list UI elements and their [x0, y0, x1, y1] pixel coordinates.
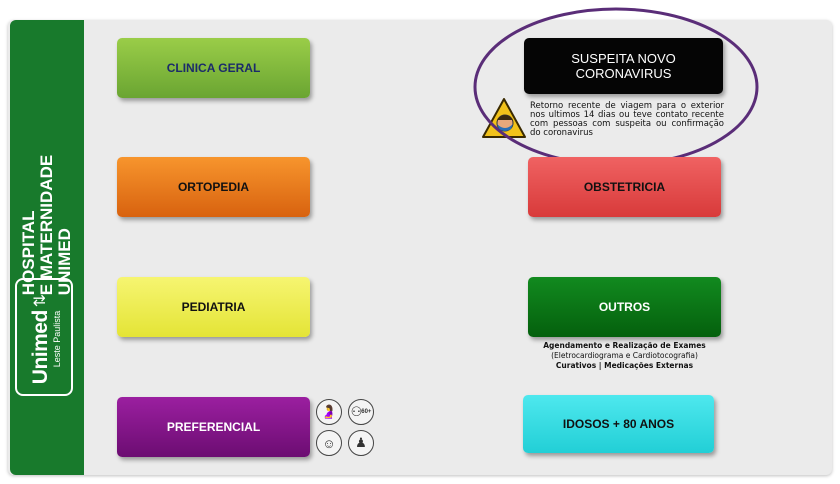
hospital-title-line: HOSPITAL: [19, 210, 38, 296]
outros-note: Agendamento e Realização de Exames (Elet…: [522, 341, 727, 371]
elderly-60-plus-icon: ⚇60+: [348, 399, 374, 425]
ortopedia-label: ORTOPEDIA: [177, 180, 250, 194]
hospital-title-line: UNIMED: [55, 228, 74, 296]
hospital-title: HOSPITAL E MATERNIDADE UNIMED: [19, 154, 74, 296]
person-with-infant-icon: ♟: [348, 430, 374, 456]
coronavirus-note: Retorno recente de viagem para o exterio…: [530, 101, 724, 138]
outros-note-line: Curativos | Medicações Externas: [555, 361, 694, 370]
logo-content: Unimed ⇅ Leste Paulista: [29, 293, 62, 385]
obstetricia-button[interactable]: OBSTETRICIA: [528, 157, 721, 217]
unimed-logo: Unimed ⇅ Leste Paulista: [15, 278, 73, 396]
clinica-geral-button[interactable]: CLINICA GERAL: [117, 38, 310, 98]
suspeita-coronavirus-button[interactable]: SUSPEITA NOVO CORONAVIRUS: [524, 38, 723, 94]
obstetricia-label: OBSTETRICIA: [583, 180, 666, 194]
logo-name: Unimed: [29, 310, 52, 385]
unimed-mark-icon: ⇅: [32, 293, 49, 308]
idosos-label: IDOSOS + 80 ANOS: [562, 417, 675, 431]
outros-note-line: (Eletrocardiograma e Cardiotocografia): [551, 351, 698, 360]
clinica-geral-label: CLINICA GERAL: [166, 61, 261, 75]
logo-subtitle: Leste Paulista: [52, 310, 62, 368]
preferencial-icons: 🤰 ⚇60+ ☺ ♟: [316, 399, 378, 457]
ortopedia-button[interactable]: ORTOPEDIA: [117, 157, 310, 217]
pregnant-icon: 🤰: [316, 399, 342, 425]
outros-label: OUTROS: [598, 300, 651, 314]
outros-button[interactable]: OUTROS: [528, 277, 721, 337]
suspeita-coronavirus-label: SUSPEITA NOVO CORONAVIRUS: [571, 51, 676, 81]
hospital-title-line: E MATERNIDADE: [37, 154, 56, 296]
baby-icon: ☺: [316, 430, 342, 456]
age-label: 60+: [361, 409, 372, 415]
highlight-ellipse: [473, 7, 759, 167]
idosos-button[interactable]: IDOSOS + 80 ANOS: [523, 395, 714, 453]
pediatria-button[interactable]: PEDIATRIA: [117, 277, 310, 337]
outros-note-line: Agendamento e Realização de Exames: [543, 341, 706, 350]
sidebar: [10, 20, 84, 475]
preferencial-label: PREFERENCIAL: [166, 420, 261, 434]
pediatria-label: PEDIATRIA: [181, 300, 246, 314]
preferencial-button[interactable]: PREFERENCIAL: [117, 397, 310, 457]
